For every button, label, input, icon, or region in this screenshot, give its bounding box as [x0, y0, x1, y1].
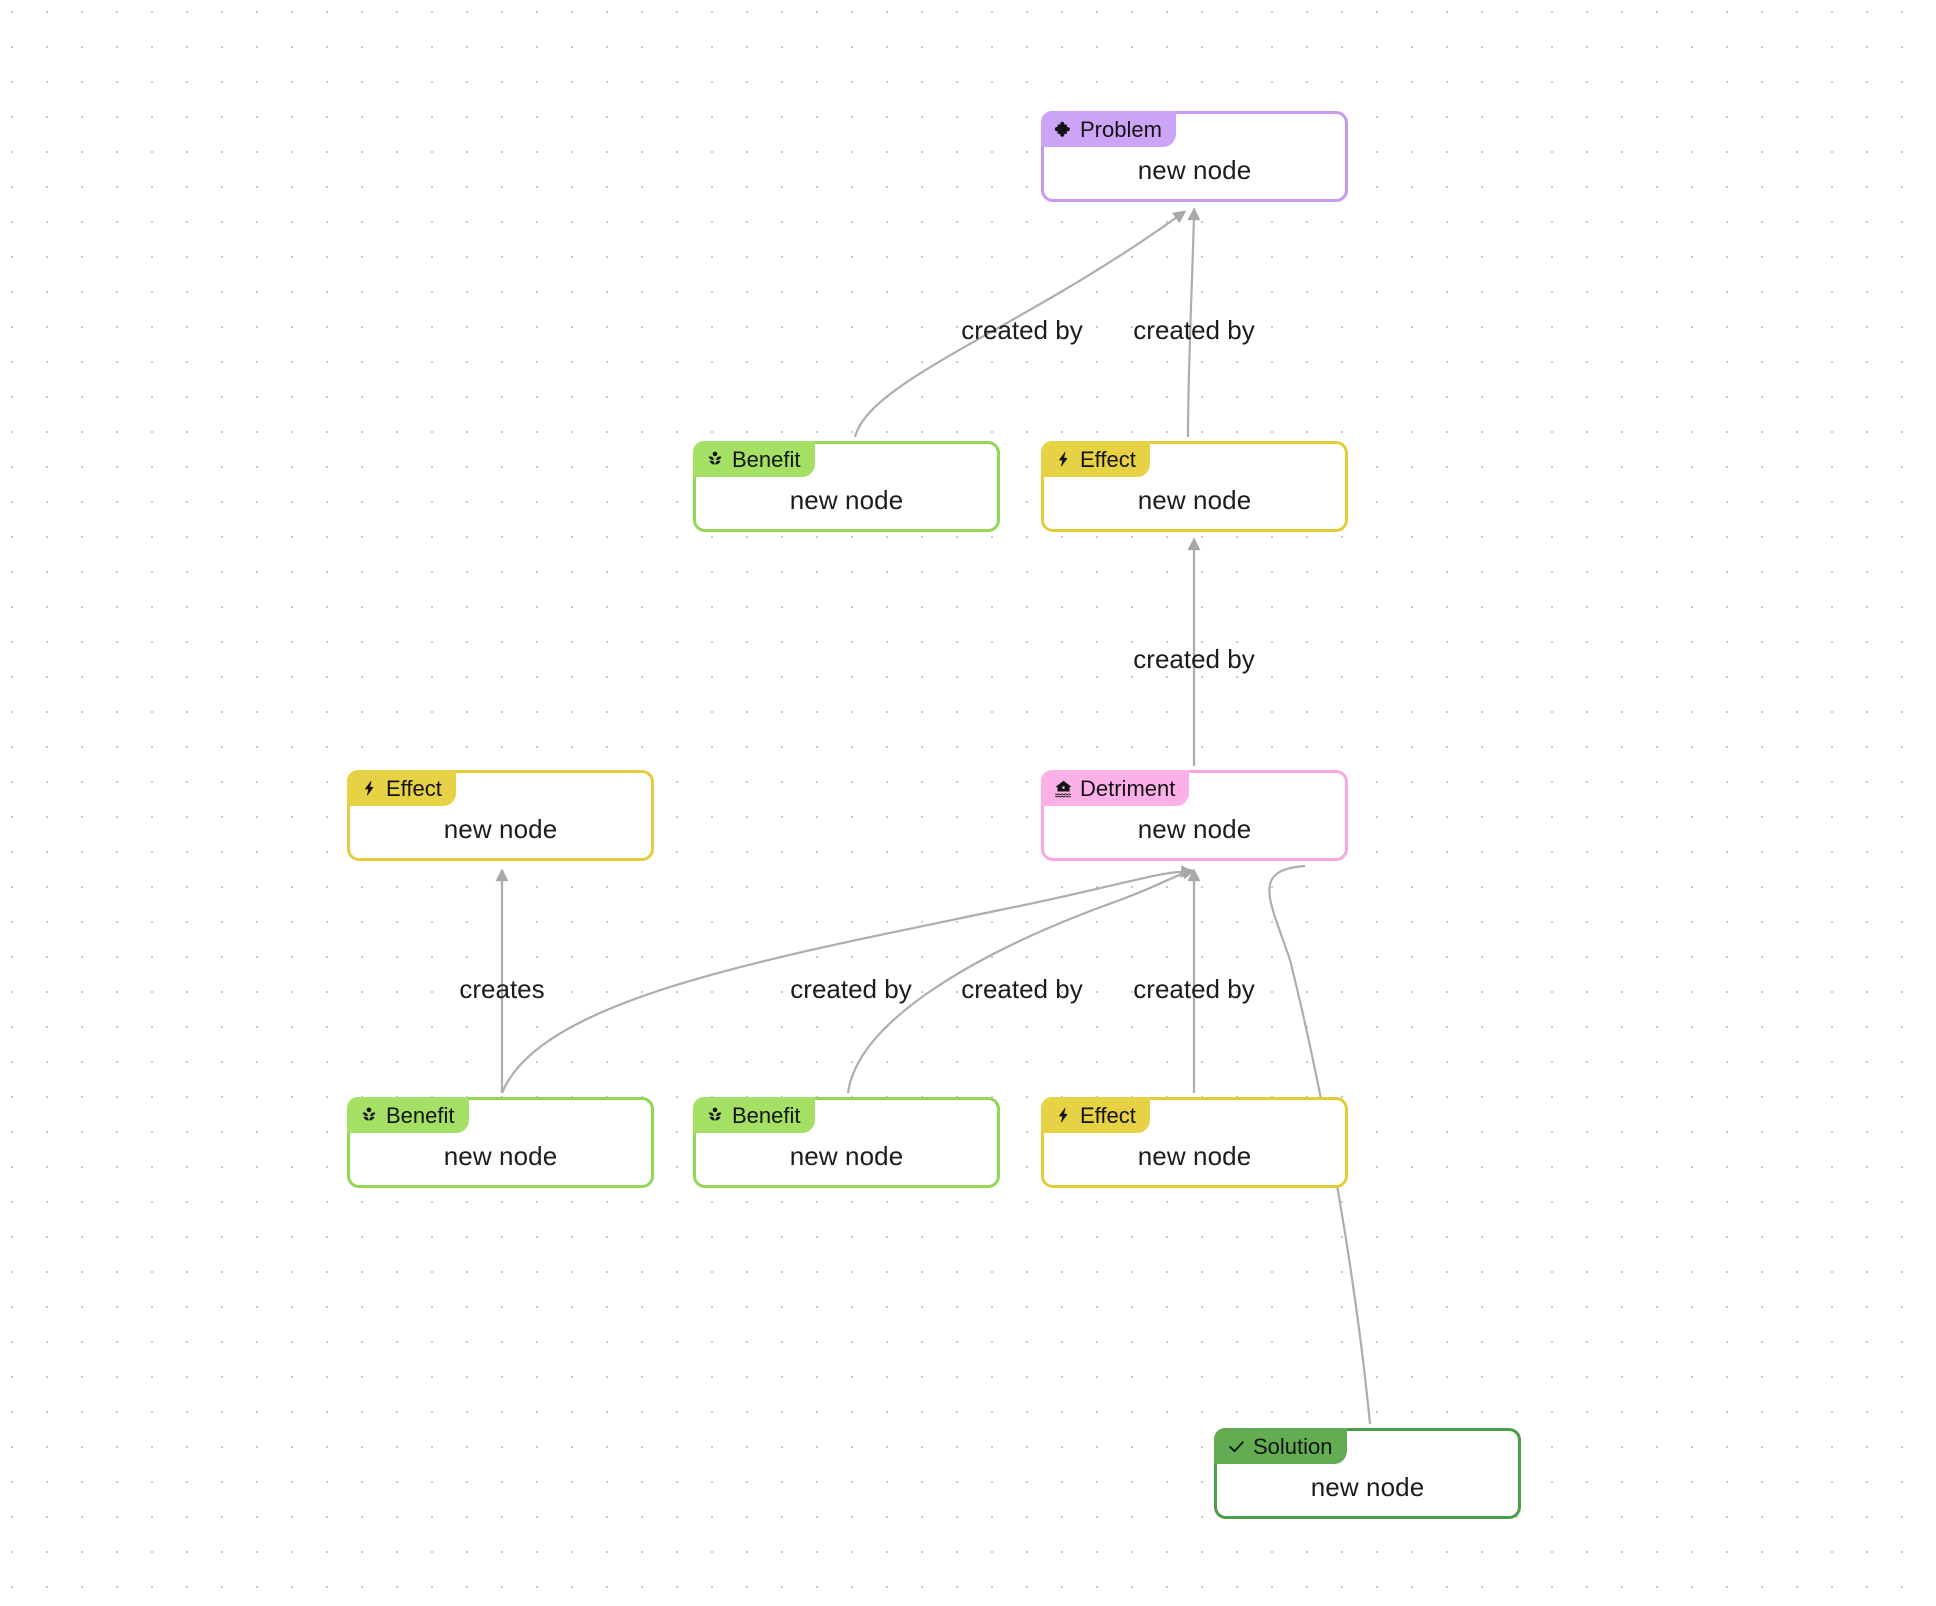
node-title: new node	[1137, 1141, 1252, 1172]
node-detriment-1[interactable]: Detriment new node	[1041, 770, 1348, 861]
edge-label-detriment1-effect1[interactable]: created by	[1133, 644, 1255, 674]
node-problem-1[interactable]: Problem new node	[1041, 111, 1348, 202]
badge-label: Benefit	[386, 1103, 455, 1128]
node-type-badge-effect: Effect	[347, 770, 456, 806]
node-type-badge-benefit: Benefit	[693, 1097, 815, 1133]
edge-label-benefit2-detriment1[interactable]: created by	[790, 974, 912, 1004]
node-type-badge-effect: Effect	[1041, 441, 1150, 477]
node-type-badge-detriment: Detriment	[1041, 770, 1190, 806]
node-title: new node	[789, 485, 904, 516]
node-type-badge-effect: Effect	[1041, 1097, 1150, 1133]
flower-icon	[359, 1105, 379, 1125]
edge-label-effect3-detriment1[interactable]: created by	[1133, 974, 1255, 1004]
edge-label-benefit1-problem1[interactable]: created by	[961, 315, 1083, 345]
node-type-badge-benefit: Benefit	[693, 441, 815, 477]
edge-label-benefit2-effect2[interactable]: creates	[459, 974, 545, 1004]
node-title: new node	[443, 814, 558, 845]
node-type-badge-benefit: Benefit	[347, 1097, 469, 1133]
lightning-bolt-icon	[1053, 449, 1073, 469]
puzzle-piece-icon	[1053, 119, 1073, 139]
node-effect-3[interactable]: Effect new node	[1041, 1097, 1348, 1188]
node-title: new node	[1137, 155, 1252, 186]
flower-icon	[705, 449, 725, 469]
flower-icon	[705, 1105, 725, 1125]
node-title: new node	[1137, 814, 1252, 845]
badge-label: Solution	[1253, 1434, 1333, 1459]
node-type-badge-solution: Solution	[1214, 1428, 1347, 1464]
badge-label: Effect	[1080, 1103, 1136, 1128]
lightning-bolt-icon	[1053, 1105, 1073, 1125]
node-title: new node	[443, 1141, 558, 1172]
check-icon	[1226, 1436, 1246, 1456]
lightning-bolt-icon	[359, 778, 379, 798]
node-effect-1[interactable]: Effect new node	[1041, 441, 1348, 532]
node-type-badge-problem: Problem	[1041, 111, 1176, 147]
edge-label-effect1-problem1[interactable]: created by	[1133, 315, 1255, 345]
badge-label: Effect	[386, 776, 442, 801]
node-effect-2[interactable]: Effect new node	[347, 770, 654, 861]
badge-label: Benefit	[732, 447, 801, 472]
badge-label: Effect	[1080, 447, 1136, 472]
node-benefit-2[interactable]: Benefit new node	[347, 1097, 654, 1188]
edge-label-benefit3-detriment1[interactable]: created by	[961, 974, 1083, 1004]
node-benefit-3[interactable]: Benefit new node	[693, 1097, 1000, 1188]
node-title: new node	[1310, 1472, 1425, 1503]
flooded-house-icon	[1053, 778, 1073, 798]
badge-label: Detriment	[1080, 776, 1176, 801]
badge-label: Problem	[1080, 117, 1162, 142]
node-solution-1[interactable]: Solution new node	[1214, 1428, 1521, 1519]
badge-label: Benefit	[732, 1103, 801, 1128]
node-title: new node	[1137, 485, 1252, 516]
node-benefit-1[interactable]: Benefit new node	[693, 441, 1000, 532]
node-title: new node	[789, 1141, 904, 1172]
